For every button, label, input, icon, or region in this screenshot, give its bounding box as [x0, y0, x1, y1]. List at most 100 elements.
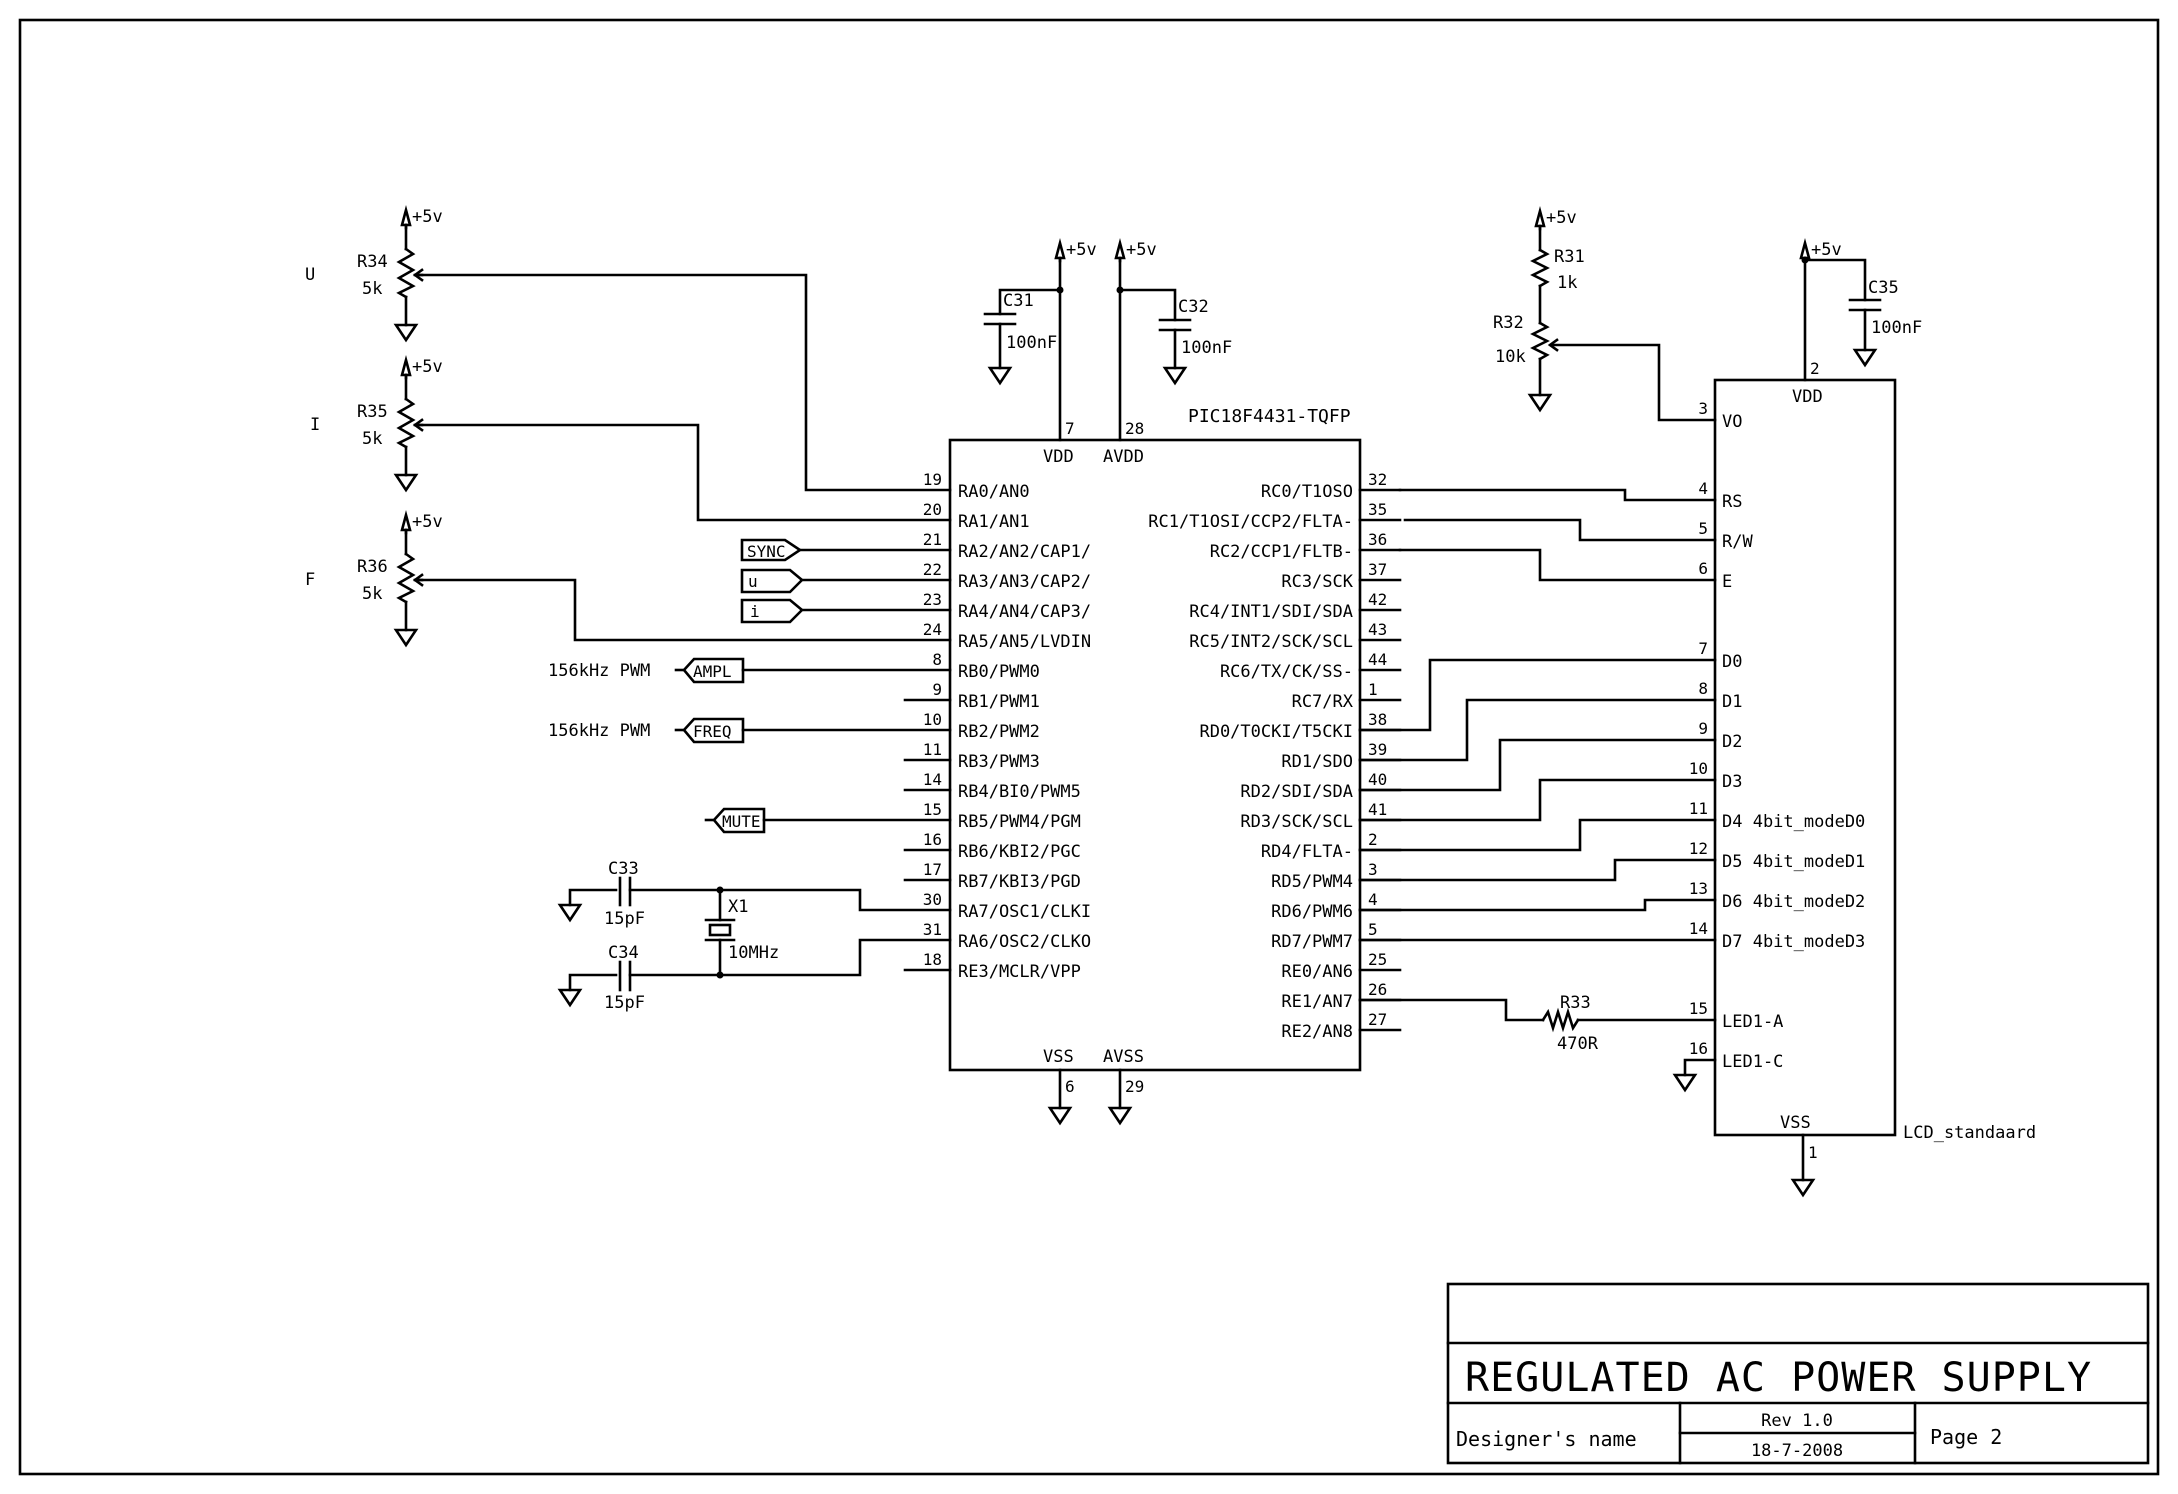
pin-num-vdd: 7 [1065, 419, 1075, 438]
pin-number: 19 [923, 470, 942, 489]
pin-name: RD3/SCK/SCL [1240, 812, 1353, 832]
supply-label: +5v [412, 357, 443, 377]
pin-number: 12 [1689, 839, 1708, 858]
pin-number: 8 [932, 650, 942, 669]
pin-number: 4 [1368, 890, 1378, 909]
title-block-title: REGULATED AC POWER SUPPLY [1465, 1355, 2092, 1401]
vcc-supply-icon: +5v [400, 509, 443, 535]
port-mute: MUTE [704, 807, 952, 834]
pin-name: RA5/AN5/LVDIN [958, 632, 1091, 652]
pin-name: D2 [1722, 732, 1742, 752]
c31-ref: C31 [1003, 291, 1034, 311]
pin-number: 32 [1368, 470, 1387, 489]
pin-name: LED1-A [1722, 1012, 1783, 1032]
supply-label: +5v [1546, 208, 1577, 228]
supply-label: +5v [1126, 240, 1157, 260]
pin-name: D7 4bit_modeD3 [1722, 932, 1865, 952]
vcc-supply-icon: +5v [400, 204, 443, 230]
pin-name-vss: VSS [1043, 1047, 1074, 1067]
pin-number: 13 [1689, 879, 1708, 898]
r33-value: 470R [1557, 1034, 1599, 1054]
pin-number: 15 [1689, 999, 1708, 1018]
pin-number: 3 [1368, 860, 1378, 879]
pin-number: 15 [923, 800, 942, 819]
pin-name: RD2/SDI/SDA [1240, 782, 1353, 802]
lcd-pin-name-vss: VSS [1780, 1113, 1811, 1133]
vcc-supply-icon: +5v [1054, 237, 1097, 263]
lcd-pin-3: 3VO [1698, 399, 1742, 432]
pin-name: RB6/KBI2/PGC [958, 842, 1081, 862]
c35-ref: C35 [1868, 278, 1899, 298]
pin-name: D5 4bit_modeD1 [1722, 852, 1865, 872]
pin-name: RB0/PWM0 [958, 662, 1040, 682]
contrast-network: R31 1k R32 10k [1493, 226, 1717, 422]
r32-ref: R32 [1493, 313, 1524, 333]
lcd-pin-num-vss: 1 [1808, 1143, 1818, 1162]
pot-signal-label: F [305, 570, 315, 590]
vcc-supply-icon: +5v [400, 354, 443, 380]
pin-number: 10 [1689, 759, 1708, 778]
pin-number: 14 [1689, 919, 1708, 938]
ground-icon [1790, 1178, 1816, 1198]
pot-value: 5k [362, 429, 382, 449]
pin-name: RD6/PWM6 [1271, 902, 1353, 922]
lcd-body [1713, 378, 1897, 1137]
pin-number: 4 [1698, 479, 1708, 498]
svg-text:u: u [748, 572, 758, 591]
pin-number: 24 [923, 620, 942, 639]
port-freq: 156kHz PWM FREQ [548, 717, 952, 744]
pin-name: RB4/BI0/PWM5 [958, 782, 1081, 802]
pin-name: RC2/CCP1/FLTB- [1210, 542, 1353, 562]
ground-icon [1047, 1106, 1073, 1126]
pin-name: RA1/AN1 [958, 512, 1030, 532]
mcu-lcd-wiring: R33 470R [1358, 488, 1717, 1077]
mcu-left-pins: 19RA0/AN020RA1/AN121RA2/AN2/CAP1/22RA3/A… [903, 470, 1091, 982]
x1-ref: X1 [728, 897, 748, 917]
pin-name: LED1-C [1722, 1052, 1783, 1072]
pin-name: RE3/MCLR/VPP [958, 962, 1081, 982]
lcd-pin-7: 7D0 [1698, 639, 1742, 672]
wire-i-ra1 [418, 423, 952, 522]
supply-label: +5v [1811, 240, 1842, 260]
c33-ref: C33 [608, 859, 639, 879]
pin-number: 2 [1368, 830, 1378, 849]
pin-name: RB2/PWM2 [958, 722, 1040, 742]
ground-icon [557, 988, 583, 1008]
x1-value: 10MHz [728, 943, 779, 963]
title-block-designer: Designer's name [1456, 1427, 1637, 1451]
r32-value: 10k [1495, 347, 1526, 367]
pin-number: 16 [923, 830, 942, 849]
pin-number: 5 [1698, 519, 1708, 538]
pin-number: 14 [923, 770, 942, 789]
pin-number: 23 [923, 590, 942, 609]
pin-number: 20 [923, 500, 942, 519]
pin-number: 36 [1368, 530, 1387, 549]
pin-name: RD1/SDO [1281, 752, 1353, 772]
pin-number: 11 [1689, 799, 1708, 818]
vcc-supply-icon: +5v [1114, 237, 1157, 263]
pin-name: E [1722, 572, 1732, 592]
pin-number: 11 [923, 740, 942, 759]
ground-icon [987, 366, 1013, 386]
lcd-pin-8: 8D1 [1698, 679, 1742, 712]
r31-value: 1k [1557, 273, 1577, 293]
pin-number: 35 [1368, 500, 1387, 519]
c34-value: 15pF [604, 993, 645, 1013]
